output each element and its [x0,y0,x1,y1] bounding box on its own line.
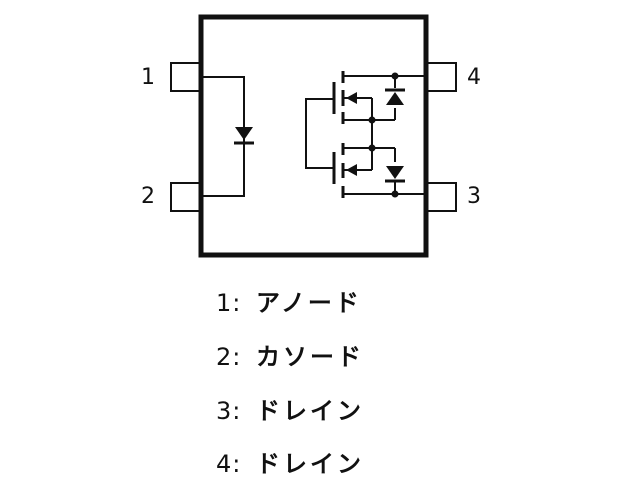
pin-1-number: 1 [141,65,155,90]
pin-2-pad [170,182,202,212]
junction-dot [391,190,399,198]
mosfet-lower-arrow [346,164,357,176]
legend-number: 2: [216,343,242,371]
mosfet-upper-icon [332,71,426,148]
legend-label: ドレイン [256,450,364,478]
package-outline [198,14,429,258]
led-circuit [201,76,245,197]
junction-dot [368,116,376,124]
junction-dot [368,144,376,152]
legend-number: 4: [216,450,242,478]
legend-item: 1: アノード [216,283,362,318]
mosfet-lower-body-diode-icon [386,166,404,179]
legend-item: 2: カソード [216,337,364,372]
gate-drive-wiring [305,98,334,169]
legend-label: カソード [256,343,364,371]
mosfet-upper-body-diode-icon [386,92,404,105]
junction-dot [391,72,399,80]
pin-3-pad [425,182,457,212]
led-diode-icon [235,127,253,140]
mosfet-upper-arrow [346,92,357,104]
legend-label: アノード [256,289,362,317]
pin-1-pad [170,62,202,92]
legend-item: 4: ドレイン [216,444,364,479]
legend-number: 3: [216,397,242,425]
legend-number: 1: [216,289,242,317]
pin-2-number: 2 [141,184,155,209]
pin-4-pad [425,62,457,92]
pin-4-number: 4 [467,65,481,90]
pin-3-number: 3 [467,184,481,209]
legend-item: 3: ドレイン [216,391,364,426]
legend-label: ドレイン [256,397,364,425]
